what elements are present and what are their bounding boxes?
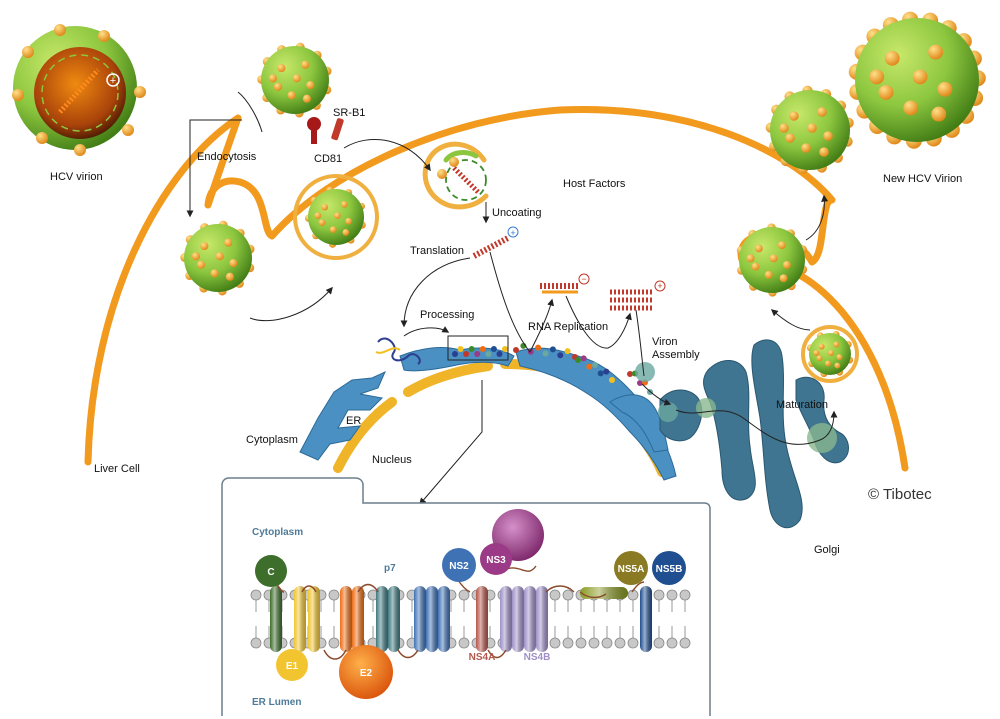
label-assembly: Assembly [652,349,700,361]
protein-ns4a-label: NS4A [469,652,496,663]
uncoating-vesicle [422,141,489,210]
protein-ns5a: NS5A [614,551,648,585]
protein-e2-label: E2 [360,668,373,679]
protein-e1-label: E1 [286,661,299,672]
cd81-receptor [331,118,344,141]
helix-ns2-a [414,586,426,652]
label-cytoplasm: Cytoplasm [246,434,298,446]
label-er: ER [346,415,361,427]
helix-p7-a [376,586,388,652]
hcv-virion-particles [180,11,986,378]
helix-ns4b-a [500,586,512,652]
maturation-vesicle [801,325,859,383]
protein-ns5a-label: NS5A [618,564,645,575]
helix-ns4b-c [524,586,536,652]
helix-ns4a [476,586,488,652]
label-sr-b1: SR-B1 [333,107,365,119]
helix-ns4b-b [512,586,524,652]
transmembrane-helices [270,586,652,652]
virion-endocytosis [180,220,255,296]
endosome-vesicle [293,174,379,260]
virion-plus-sign: + [110,75,116,87]
process-arrows [186,91,838,506]
label-viron: Viron [652,336,677,348]
helix-e1-a [294,586,306,652]
label-hcv-virion: HCV virion [50,171,103,183]
protein-ns5b: NS5B [652,551,686,585]
label-nucleus: Nucleus [372,454,412,466]
new-virion-small [765,85,854,174]
protein-e1: E1 [276,649,308,681]
protein-ns4b-label: NS4B [524,652,551,663]
helix-ns5b [640,586,652,652]
virion-at-receptor [257,42,332,118]
inset-er-lumen-label: ER Lumen [252,697,301,708]
label-processing: Processing [420,309,474,321]
copyright-text: © Tibotec [868,486,932,503]
helix-ns2-b [426,586,438,652]
label-rna-replication: RNA Replication [528,321,608,333]
helix-c [270,586,282,652]
processing-box [447,335,509,361]
protein-ns2: NS2 [442,548,476,582]
virion-in-endosome [304,186,366,248]
protein-ns3-label: NS3 [486,555,506,566]
rna-negative-strand: − [540,273,590,294]
label-new-hcv-virion: New HCV Virion [883,173,962,185]
protein-ns2-label: NS2 [449,561,469,572]
rna-translation-strand: + [472,226,519,259]
helix-ns4b-d [536,586,548,652]
hcv-virion-cross-section: + [12,24,146,156]
helix-e2-a [340,586,352,652]
sr-b1-receptor [307,117,321,144]
processing-squiggle [377,337,421,365]
protein-ns3: NS3 [480,509,544,575]
replication-plus-sign: + [657,281,662,291]
label-translation: Translation [410,245,464,257]
endoplasmic-reticulum [299,347,677,481]
label-golgi: Golgi [814,544,840,556]
protein-c: C [255,555,287,587]
helix-e2-b [352,586,364,652]
label-uncoating: Uncoating [492,207,542,219]
label-liver-cell: Liver Cell [94,463,140,475]
replication-minus-sign: − [581,274,586,284]
new-virion-large [848,11,986,149]
protein-e2: E2 [339,645,393,699]
helix-ns2-c [438,586,450,652]
label-maturation: Maturation [776,399,828,411]
protein-c-label: C [267,567,274,578]
protein-ns5b-label: NS5B [656,564,683,575]
label-endocytosis: Endocytosis [197,151,257,163]
inset-cytoplasm-label: Cytoplasm [252,527,303,538]
helix-p7-b [388,586,400,652]
rna-positive-strands: + [610,280,666,311]
virion-budding [736,223,808,297]
processing-squiggle-yellow [375,347,401,354]
inset-p7-label: p7 [384,563,396,574]
helix-e1-b [308,586,320,652]
label-host-factors: Host Factors [563,178,626,190]
helix-ns5a [580,587,628,599]
assembly-vesicles [635,362,837,453]
translation-plus-sign: + [510,228,515,238]
virion-maturing [806,330,854,378]
label-cd81: CD81 [314,153,342,165]
